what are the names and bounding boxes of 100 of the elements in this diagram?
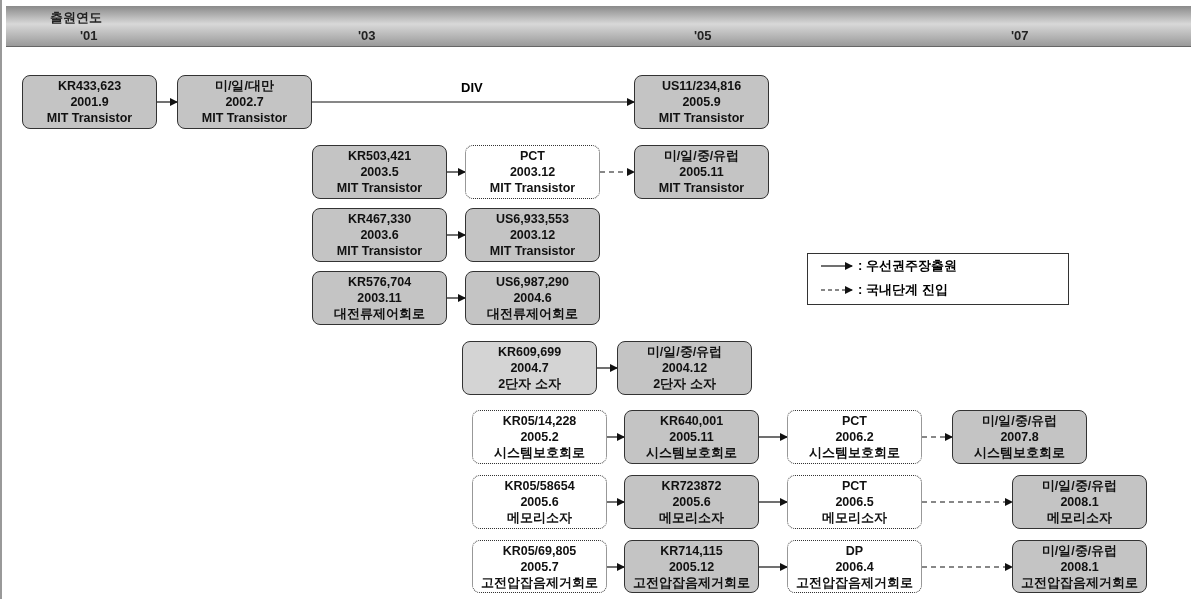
patent-text: 시스템보호회로: [494, 445, 585, 461]
patent-text: 미/일/중/유럽: [981, 413, 1058, 429]
patent-text: PCT: [520, 148, 545, 164]
edge-label: DIV: [459, 80, 485, 95]
arrow: [921, 433, 953, 441]
patent-text: KR467,330: [347, 211, 412, 227]
arrow: [596, 364, 618, 372]
patent-text: KR723872: [661, 478, 722, 494]
patent-text: US6,933,553: [496, 211, 569, 227]
patent-text: 2006.5: [835, 494, 874, 510]
patent-text: KR05/14,228: [502, 413, 577, 429]
arrow: [599, 168, 635, 176]
patent-text: 2005.11: [679, 164, 724, 180]
patent-text: MIT Transistor: [658, 180, 745, 196]
patent-text: 고전압잡음제거회로: [633, 574, 750, 591]
patent-text: 미/일/중/유럽: [646, 344, 723, 360]
patent-text: 2005.9: [682, 94, 721, 110]
patent-text: 메모리소자: [1047, 510, 1112, 526]
patent-text: PCT: [842, 413, 867, 429]
patent-text: MIT Transistor: [336, 243, 423, 259]
patent-box: [465, 208, 600, 262]
patent-text: MIT Transistor: [201, 110, 288, 126]
patent-text: KR576,704: [347, 274, 412, 290]
patent-text: 2005.11: [669, 429, 714, 445]
patent-text: 고전압잡음제거회로: [796, 574, 913, 591]
patent-box: [465, 145, 600, 199]
patent-text: 2002.7: [225, 94, 264, 110]
patent-text: KR05/58654: [504, 478, 575, 494]
patent-text: 2004.6: [513, 290, 552, 306]
patent-text: 메모리소자: [822, 510, 887, 526]
patent-box: [634, 145, 769, 199]
patent-box: [472, 410, 607, 464]
patent-box: [462, 341, 597, 395]
patent-text: MIT Transistor: [489, 243, 576, 259]
patent-text: 미/일/중/유럽: [1041, 478, 1118, 494]
patent-text: 대전류제어회로: [487, 306, 578, 322]
patent-text: 시스템보호회로: [646, 445, 737, 461]
patent-text: 고전압잡음제거회로: [1021, 574, 1138, 591]
patent-text: MIT Transistor: [658, 110, 745, 126]
arrow: [606, 498, 625, 506]
patent-text: MIT Transistor: [489, 180, 576, 196]
patent-text: 시스템보호회로: [974, 445, 1065, 461]
patent-text: 2005.2: [520, 429, 559, 445]
patent-box: [787, 540, 922, 593]
patent-text: KR609,699: [497, 344, 562, 360]
patent-box: [952, 410, 1087, 464]
year-label: '07: [1011, 28, 1029, 43]
arrow: [758, 563, 788, 571]
patent-text: 2005.12: [668, 558, 715, 575]
patent-box: [472, 540, 607, 593]
patent-text: KR433,623: [57, 78, 122, 94]
patent-text: 2005.7: [520, 558, 559, 575]
arrow: [446, 231, 466, 239]
patent-box: [787, 410, 922, 464]
patent-text: 2008.1: [1060, 494, 1099, 510]
arrow: [921, 563, 1013, 571]
patent-box: [22, 75, 157, 129]
patent-text: 2004.7: [510, 360, 549, 376]
arrow: [311, 98, 635, 106]
arrow: [758, 433, 788, 441]
patent-text: 2008.1: [1060, 558, 1099, 575]
patent-box: [624, 475, 759, 529]
patent-text: KR714,115: [660, 542, 723, 559]
patent-text: 2001.9: [70, 94, 109, 110]
patent-text: 2004.12: [661, 360, 708, 376]
patent-box: [634, 75, 769, 129]
arrow: [921, 498, 1013, 506]
patent-box: [624, 410, 759, 464]
patent-text: 2003.12: [509, 164, 556, 180]
arrow: [446, 294, 466, 302]
patent-text: 2005.6: [672, 494, 711, 510]
band-title: 출원연도: [50, 9, 102, 27]
patent-text: MIT Transistor: [336, 180, 423, 196]
arrow: [606, 433, 625, 441]
patent-text: US11/234,816: [661, 78, 742, 94]
legend-text: : 우선권주장출원: [858, 257, 957, 275]
patent-box: [472, 475, 607, 529]
legend-text: : 국내단계 진입: [858, 281, 948, 299]
patent-box: [465, 271, 600, 325]
patent-text: PCT: [842, 478, 867, 494]
patent-text: 미/일/중/유럽: [663, 148, 740, 164]
year-label: '03: [358, 28, 376, 43]
patent-box: [1012, 475, 1147, 529]
patent-text: 2006.4: [835, 558, 874, 575]
year-label: '05: [694, 28, 712, 43]
patent-box: [312, 271, 447, 325]
patent-text: 메모리소자: [659, 510, 724, 526]
arrow: [758, 498, 788, 506]
patent-text: 2005.6: [520, 494, 559, 510]
patent-text: 고전압잡음제거회로: [481, 574, 598, 591]
arrow: [446, 168, 466, 176]
patent-text: 2007.8: [1000, 429, 1039, 445]
patent-text: 2003.12: [509, 227, 556, 243]
patent-text: MIT Transistor: [46, 110, 133, 126]
year-label: '01: [80, 28, 98, 43]
patent-text: 미/일/대만: [215, 78, 274, 94]
patent-box: [787, 475, 922, 529]
patent-text: 2003.11: [357, 290, 402, 306]
patent-box: [617, 341, 752, 395]
timeline-band: [6, 6, 1191, 47]
